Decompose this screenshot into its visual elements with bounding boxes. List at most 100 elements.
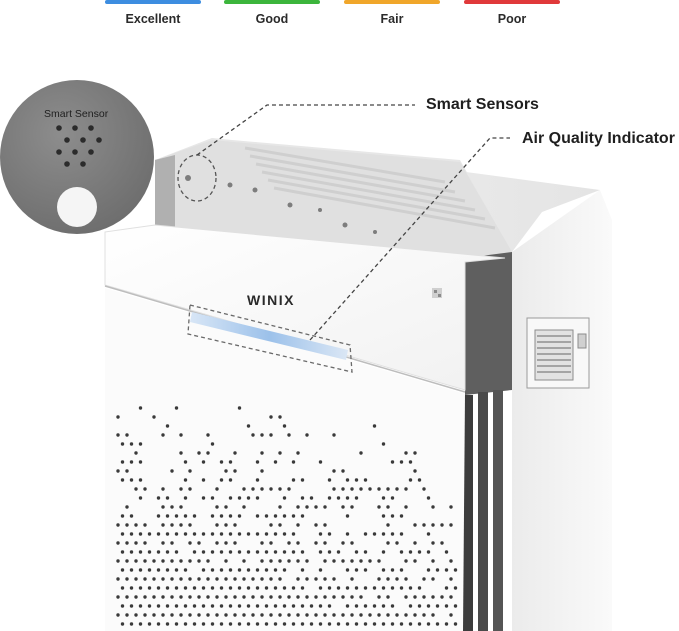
grille-hole xyxy=(282,604,287,608)
grille-hole xyxy=(251,613,255,617)
grille-hole xyxy=(228,460,233,464)
grille-hole xyxy=(422,523,426,527)
grille-hole xyxy=(174,514,179,518)
grille-hole xyxy=(224,541,228,545)
grille-hole xyxy=(300,568,305,572)
grille-hole xyxy=(390,460,395,464)
front-lower-panel xyxy=(105,288,465,631)
grille-hole xyxy=(129,478,134,482)
grille-hole xyxy=(161,487,165,491)
legend-label-excellent: Excellent xyxy=(125,12,181,26)
grille-hole xyxy=(273,604,278,608)
grille-hole xyxy=(174,622,179,626)
grille-hole xyxy=(404,487,408,491)
grille-hole xyxy=(399,586,404,590)
front-grille xyxy=(116,406,458,626)
grille-hole xyxy=(165,424,170,428)
air-quality-indicator-callout: Air Quality Indicator xyxy=(522,130,675,147)
grille-hole xyxy=(390,604,395,608)
grille-hole xyxy=(156,514,161,518)
grille-hole xyxy=(170,595,174,599)
grille-hole xyxy=(165,532,170,536)
grille-hole xyxy=(431,559,435,563)
grille-hole xyxy=(188,595,192,599)
grille-hole xyxy=(327,586,332,590)
grille-hole xyxy=(165,550,170,554)
grille-hole xyxy=(287,613,291,617)
grille-hole xyxy=(300,514,305,518)
grille-hole xyxy=(237,496,242,500)
grille-hole xyxy=(255,496,260,500)
grille-hole xyxy=(165,586,170,590)
grille-hole xyxy=(354,496,359,500)
grille-hole xyxy=(431,505,435,509)
grille-hole xyxy=(237,586,242,590)
brand-logo: WINIX xyxy=(247,292,295,308)
grille-hole xyxy=(350,559,354,563)
grille-hole xyxy=(224,613,228,617)
grille-hole xyxy=(431,595,435,599)
grille-hole xyxy=(138,622,143,626)
grille-hole xyxy=(350,577,354,581)
grille-hole xyxy=(372,586,377,590)
grille-hole xyxy=(206,451,210,455)
grille-hole xyxy=(161,505,165,509)
grille-hole xyxy=(350,613,354,617)
legend-item-poor: Poor xyxy=(462,0,562,26)
grille-hole xyxy=(147,604,152,608)
grille-hole xyxy=(417,622,422,626)
grille-hole xyxy=(359,451,363,455)
grille-hole xyxy=(453,568,458,572)
grille-hole xyxy=(143,541,147,545)
grille-hole xyxy=(125,505,129,509)
grille-hole xyxy=(291,460,296,464)
grille-hole xyxy=(264,550,269,554)
grille-hole xyxy=(345,496,350,500)
grille-hole xyxy=(206,613,210,617)
grille-hole xyxy=(147,622,152,626)
grille-hole xyxy=(399,568,404,572)
grille-hole xyxy=(440,595,444,599)
grille-hole xyxy=(350,505,354,509)
grille-hole xyxy=(165,568,170,572)
grille-hole xyxy=(381,604,386,608)
grille-hole xyxy=(318,622,323,626)
grille-hole xyxy=(161,577,165,581)
grille-hole xyxy=(156,586,161,590)
grille-hole xyxy=(318,604,323,608)
grille-hole xyxy=(444,604,449,608)
grille-hole xyxy=(278,505,282,509)
grille-hole xyxy=(134,595,138,599)
grille-hole xyxy=(282,514,287,518)
grille-hole xyxy=(359,613,363,617)
grille-hole xyxy=(287,433,291,437)
grille-hole xyxy=(296,595,300,599)
grille-hole xyxy=(215,505,219,509)
grille-hole xyxy=(260,577,264,581)
grille-hole xyxy=(242,559,246,563)
grille-hole xyxy=(161,595,165,599)
grille-hole xyxy=(264,604,269,608)
grille-hole xyxy=(219,604,224,608)
grille-hole xyxy=(426,496,431,500)
grille-hole xyxy=(120,460,125,464)
grille-hole xyxy=(152,613,156,617)
grille-hole xyxy=(332,433,336,437)
grille-hole xyxy=(156,496,161,500)
grille-hole xyxy=(192,532,197,536)
grille-hole xyxy=(327,496,332,500)
grille-hole xyxy=(422,487,426,491)
grille-hole xyxy=(224,577,228,581)
grille-hole xyxy=(120,442,125,446)
grille-hole xyxy=(363,622,368,626)
grille-hole xyxy=(318,568,323,572)
grille-hole xyxy=(390,532,395,536)
grille-hole xyxy=(264,514,269,518)
grille-hole xyxy=(233,613,237,617)
grille-hole xyxy=(395,541,399,545)
grille-hole xyxy=(336,622,341,626)
grille-hole xyxy=(120,586,125,590)
grille-hole xyxy=(386,523,390,527)
grille-hole xyxy=(228,478,233,482)
grille-hole xyxy=(336,550,341,554)
